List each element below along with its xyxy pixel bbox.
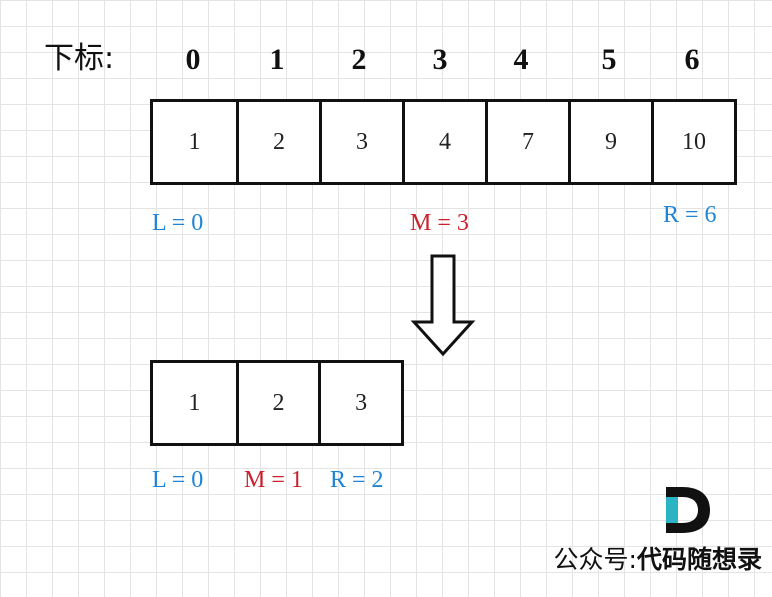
- array-cell-6: 10: [651, 102, 734, 182]
- index-4: 4: [513, 43, 529, 76]
- array-cell-2: 3: [319, 102, 402, 182]
- index-5: 5: [601, 43, 617, 76]
- array-full: 1 2 3 4 7 9 10: [150, 99, 737, 185]
- array-sub-cell-2: 3: [318, 363, 401, 443]
- brand-logo-d-icon: [666, 487, 710, 533]
- pointer-right-bottom: R = 2: [330, 467, 384, 493]
- array-cell-1: 2: [236, 102, 319, 182]
- index-1: 1: [269, 43, 285, 76]
- pointer-left-top: L = 0: [152, 210, 204, 236]
- pointer-right-top: R = 6: [663, 202, 717, 228]
- array-sub-cell-1: 2: [235, 363, 319, 443]
- array-cell-4: 7: [485, 102, 568, 182]
- down-arrow-icon: [410, 254, 476, 357]
- index-2: 2: [351, 43, 367, 76]
- array-cell-3: 4: [402, 102, 485, 182]
- footer-prefix: 公众号:: [553, 545, 637, 574]
- index-3: 3: [432, 43, 448, 76]
- array-sub: 1 2 3: [150, 360, 404, 446]
- array-sub-cell-0: 1: [188, 389, 201, 416]
- pointer-mid-top: M = 3: [410, 210, 469, 236]
- index-0: 0: [185, 43, 201, 76]
- pointer-mid-bottom: M = 1: [244, 467, 303, 493]
- array-cell-0: 1: [188, 128, 201, 155]
- pointer-left-bottom: L = 0: [152, 467, 204, 493]
- footer-caption: 公众号:代码随想录: [554, 540, 762, 576]
- footer-account-name: 代码随想录: [636, 545, 762, 574]
- array-cell-5: 9: [568, 102, 651, 182]
- index-6: 6: [684, 43, 700, 76]
- index-label: 下标:: [44, 41, 115, 76]
